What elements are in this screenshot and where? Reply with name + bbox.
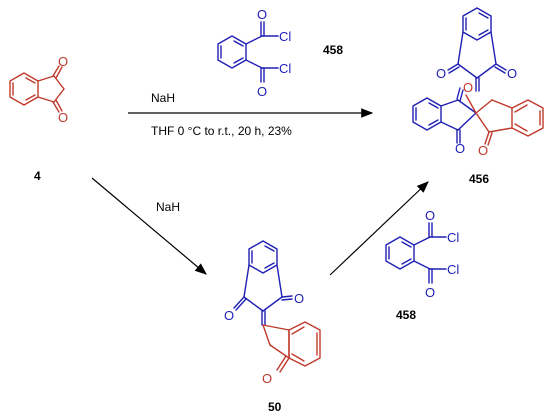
spiro-product-structure: O O O (412, 7, 544, 158)
phthaloyl-chloride-top-structure: O Cl Cl O (217, 7, 291, 99)
compound-label-458-bottom: 458 (396, 308, 416, 322)
compound-label-456: 456 (469, 172, 489, 186)
bindone-structure: O O O (224, 240, 321, 386)
oxygen-atom: O (425, 208, 435, 223)
compound-label-4: 4 (34, 169, 41, 183)
chlorine-atom: Cl (447, 262, 459, 277)
oxygen-atom: O (257, 7, 267, 22)
oxygen-atom: O (257, 84, 267, 99)
chlorine-atom: Cl (279, 61, 291, 76)
oxygen-atom: O (463, 80, 473, 95)
oxygen-atom: O (436, 66, 446, 81)
oxygen-atom: O (58, 110, 68, 125)
oxygen-atom: O (58, 54, 68, 69)
oxygen-atom: O (507, 66, 517, 81)
oxygen-atom: O (478, 143, 488, 158)
reaction-arrow-diagonal-down (91, 177, 207, 275)
chlorine-atom: Cl (279, 29, 291, 44)
indandione-structure: O O (9, 54, 68, 125)
oxygen-atom: O (455, 141, 465, 156)
reagent-top-above: NaH (151, 91, 175, 105)
reaction-arrow-diagonal-up (329, 181, 429, 276)
compound-label-458-top: 458 (323, 43, 343, 57)
oxygen-atom: O (294, 291, 304, 306)
reagent-diagonal: NaH (156, 200, 180, 214)
oxygen-atom: O (224, 308, 234, 323)
chlorine-atom: Cl (447, 230, 459, 245)
phthaloyl-chloride-bottom-structure: O Cl Cl O (385, 208, 459, 300)
oxygen-atom: O (425, 285, 435, 300)
oxygen-atom: O (262, 371, 272, 386)
conditions-top-below: THF 0 °C to r.t., 20 h, 23% (151, 124, 292, 138)
compound-label-50: 50 (268, 400, 282, 414)
